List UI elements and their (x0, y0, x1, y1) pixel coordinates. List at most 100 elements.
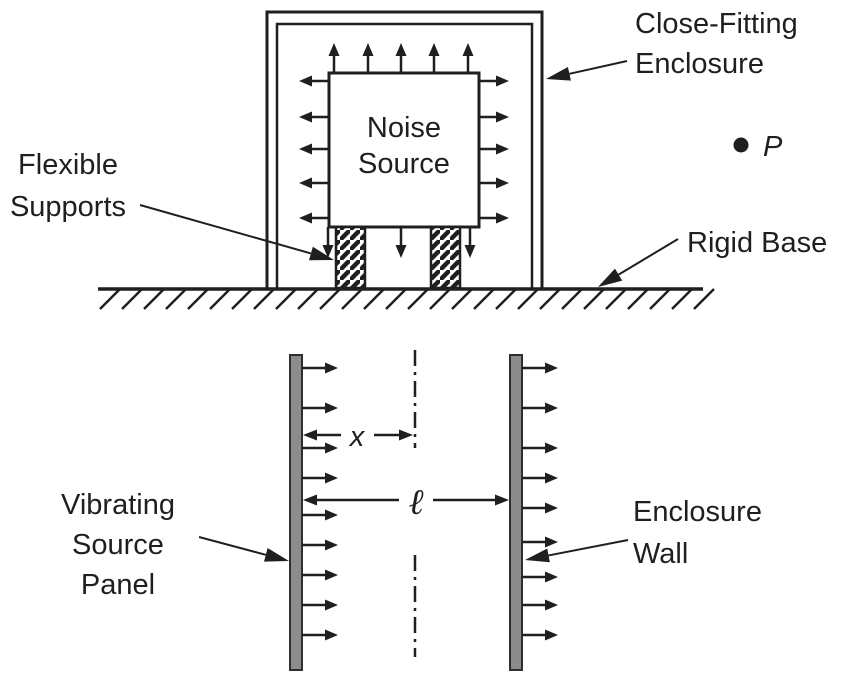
right-arrow-icon (522, 472, 558, 484)
right-arrow-icon (522, 402, 558, 414)
supports-label-line2: Supports (10, 191, 126, 223)
right-arrow-icon (479, 143, 509, 155)
up-arrow-icon (362, 43, 374, 73)
ground-hatch-line (605, 288, 627, 310)
up-arrow-icon (462, 43, 474, 73)
noise-source-box: Noise Source (327, 71, 481, 229)
label-leader-arrows (139, 60, 679, 563)
ground-hatch-line (187, 288, 209, 310)
enclosure-leader-arrow-icon (546, 60, 628, 81)
source-panel-leader-arrow-icon (198, 536, 289, 562)
right-arrow-icon (302, 599, 338, 611)
right-arrow-icon (302, 569, 338, 581)
point-dot-icon (733, 137, 749, 153)
right-arrow-icon (522, 571, 558, 583)
observation-point-label: P (763, 131, 783, 163)
flexible-support-left (334, 225, 367, 290)
ground-hatch-line (319, 288, 341, 310)
down-arrow-icon (395, 227, 407, 258)
source-panel-label: Vibrating Source Panel (61, 489, 175, 601)
ground-hatch-marks (99, 288, 715, 310)
dimension-x-label: x (348, 421, 366, 453)
left-arrow-icon (299, 177, 329, 189)
supports-label: Flexible Supports (10, 149, 126, 223)
flexible-supports (334, 225, 462, 290)
ground-hatch-line (539, 288, 561, 310)
right-arrow-icon (522, 629, 558, 641)
rigid-base-ground (98, 287, 715, 310)
dim-length-left-arrow-icon (303, 494, 399, 506)
dimension-length-label: ℓ (409, 482, 424, 523)
right-arrow-icon (479, 75, 509, 87)
ground-hatch-line (561, 288, 583, 310)
ground-hatch-line (429, 288, 451, 310)
up-arrow-icon (395, 43, 407, 73)
right-arrow-icon (302, 362, 338, 374)
ground-hatch-line (121, 288, 143, 310)
panel-radiation-arrows (302, 362, 558, 641)
ground-hatch-line (649, 288, 671, 310)
enclosure-label-line2: Enclosure (635, 48, 764, 80)
ground-hatch-line (583, 288, 605, 310)
source-panel-label-line3: Panel (81, 569, 155, 601)
ground-hatch-line (363, 288, 385, 310)
right-arrow-icon (479, 212, 509, 224)
flexible-support-right (429, 225, 462, 290)
ground-hatch-line (407, 288, 429, 310)
right-arrow-icon (302, 442, 338, 454)
right-arrow-icon (522, 442, 558, 454)
ground-hatch-line (693, 288, 715, 310)
right-arrow-icon (522, 502, 558, 514)
vibrating-source-panel (289, 354, 303, 671)
ground-hatch-line (143, 288, 165, 310)
noise-radiation-arrows (299, 43, 509, 258)
enclosure-wall-panel (509, 354, 523, 671)
enclosure-label: Close-Fitting Enclosure (635, 8, 798, 80)
ground-hatch-line (99, 288, 121, 310)
ground-hatch-line (209, 288, 231, 310)
right-arrow-icon (302, 472, 338, 484)
source-panel-label-line2: Source (72, 529, 164, 561)
right-arrow-icon (479, 111, 509, 123)
ground-hatch-line (627, 288, 649, 310)
ground-hatch-line (385, 288, 407, 310)
dim-x-left-arrow-icon (303, 429, 341, 441)
left-arrow-icon (299, 143, 329, 155)
ground-hatch-line (341, 288, 363, 310)
enclosure-outline (265, 10, 544, 289)
supports-leader-arrow-icon (139, 204, 334, 261)
ground-hatch-line (495, 288, 517, 310)
wall-label-line2: Wall (633, 538, 688, 570)
right-arrow-icon (302, 509, 338, 521)
source-panel-label-line1: Vibrating (61, 489, 175, 521)
noise-source-label-line1: Noise (367, 112, 441, 144)
right-arrow-icon (479, 177, 509, 189)
right-arrow-icon (302, 629, 338, 641)
ground-hatch-line (473, 288, 495, 310)
right-arrow-icon (302, 402, 338, 414)
base-leader-arrow-icon (598, 238, 679, 287)
up-arrow-icon (328, 43, 340, 73)
supports-label-line1: Flexible (18, 149, 118, 181)
ground-hatch-line (253, 288, 275, 310)
dim-x-right-arrow-icon (374, 429, 413, 441)
ground-hatch-line (275, 288, 297, 310)
right-arrow-icon (302, 539, 338, 551)
ground-hatch-line (231, 288, 253, 310)
right-arrow-icon (522, 536, 558, 548)
observation-point: P (733, 131, 783, 163)
wall-leader-arrow-icon (525, 539, 629, 563)
base-label: Rigid Base (687, 227, 827, 259)
wall-label-line1: Enclosure (633, 496, 762, 528)
left-arrow-icon (299, 75, 329, 87)
wall-label: Enclosure Wall (633, 496, 762, 570)
noise-source-label-line2: Source (358, 148, 450, 180)
left-arrow-icon (299, 212, 329, 224)
ground-hatch-line (165, 288, 187, 310)
ground-hatch-line (297, 288, 319, 310)
enclosure-label-line1: Close-Fitting (635, 8, 798, 40)
dimension-arrows (303, 429, 509, 506)
down-arrow-icon (464, 227, 476, 258)
